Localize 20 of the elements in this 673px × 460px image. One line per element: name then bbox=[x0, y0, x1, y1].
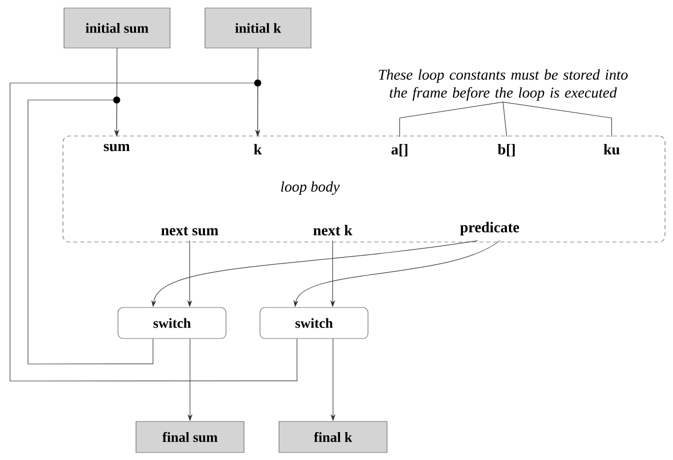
arrow bbox=[28, 100, 154, 364]
leader-line bbox=[399, 102, 504, 137]
output-label: next k bbox=[313, 224, 352, 236]
arrow bbox=[10, 82, 298, 382]
input-box: initial sum bbox=[64, 8, 170, 48]
note-text: These loop constants must be stored into the frame before the loop is executed bbox=[378, 69, 628, 101]
leader-line bbox=[502, 102, 507, 137]
constant-label: b[] bbox=[498, 144, 515, 156]
constant-label: ku bbox=[604, 144, 620, 155]
constant-label: a[] bbox=[391, 144, 408, 156]
output-box: final k bbox=[278, 421, 388, 453]
variable-label: k bbox=[254, 144, 262, 154]
variable-label: sum bbox=[104, 144, 130, 152]
output-label: predicate bbox=[460, 222, 520, 236]
switch-box: switch bbox=[260, 307, 368, 339]
input-box: initial k bbox=[204, 8, 312, 48]
output-label: next sum bbox=[161, 226, 218, 236]
output-box: final sum bbox=[136, 421, 244, 453]
leader-line bbox=[502, 102, 612, 137]
switch-box: switch bbox=[118, 307, 226, 339]
